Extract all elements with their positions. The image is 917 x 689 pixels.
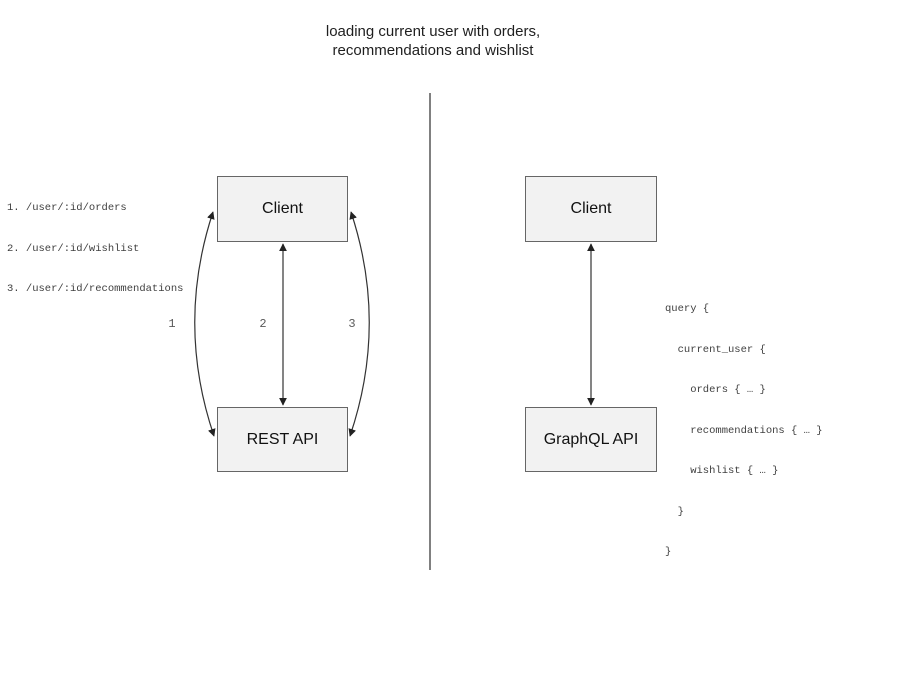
diagram-title-line2: recommendations and wishlist xyxy=(332,42,534,59)
rest-arrow-label-1: 1 xyxy=(168,317,176,331)
graphql-query-block: query { current_user { orders { … } reco… xyxy=(665,276,823,573)
panel-divider-line xyxy=(429,93,431,570)
query-line-1: query { xyxy=(665,303,710,315)
graphql-client-label: Client xyxy=(570,200,612,217)
rest-endpoint-orders: 1. /user/:id/orders xyxy=(7,202,127,214)
rest-arrow-label-2: 2 xyxy=(259,317,267,331)
rest-client-box: Client xyxy=(217,176,348,242)
query-line-7: } xyxy=(665,546,672,558)
graphql-client-box: Client xyxy=(525,176,657,242)
query-line-5: wishlist { … } xyxy=(665,465,779,477)
rest-api-box: REST API xyxy=(217,407,348,472)
rest-arrow-1-curve xyxy=(194,211,216,437)
rest-arrow-label-3: 3 xyxy=(348,317,356,331)
diagram-title-line1: loading current user with orders, xyxy=(325,23,541,40)
query-line-3: orders { … } xyxy=(665,384,766,396)
query-line-4: recommendations { … } xyxy=(665,424,823,437)
rest-endpoint-wishlist: 2. /user/:id/wishlist xyxy=(7,242,140,255)
graphql-api-label: GraphQL API xyxy=(543,430,639,448)
rest-client-label: Client xyxy=(262,200,303,217)
graphql-api-box: GraphQL API xyxy=(525,407,657,472)
query-line-6: } xyxy=(665,505,684,518)
rest-endpoint-recommendations: 3. /user/:id/recommendations xyxy=(7,283,184,295)
diagram-title: loading current user with orders, recomm… xyxy=(0,22,866,60)
rest-endpoints-list: 1. /user/:id/orders 2. /user/:id/wishlis… xyxy=(7,175,183,310)
query-line-2: current_user { xyxy=(665,343,766,356)
rest-api-label: REST API xyxy=(246,430,319,448)
